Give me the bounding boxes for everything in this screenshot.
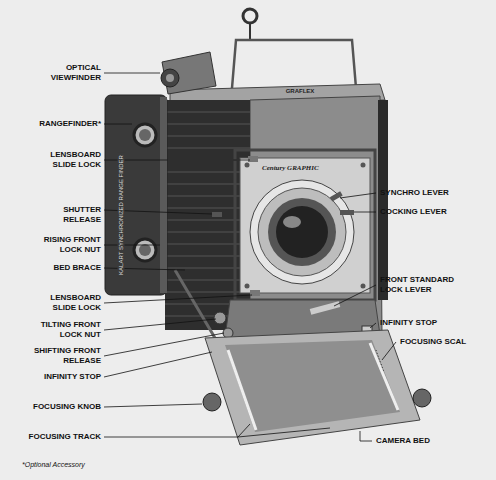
rangefinder-housing: [105, 95, 167, 295]
lens-shutter: [268, 198, 336, 266]
leader-line: [104, 245, 160, 246]
part-label: INFINITY STOP: [380, 318, 437, 328]
leader-line: [104, 73, 160, 74]
optical-viewfinder: [161, 52, 216, 94]
optical-viewfinder: [166, 74, 174, 82]
part-label: SHIFTING FRONT RELEASE: [33, 346, 101, 366]
optical-viewfinder: [162, 52, 216, 94]
wire-frame-finder: [232, 40, 356, 88]
body-side: [378, 100, 388, 300]
part-label: FRONT STANDARD LOCK LEVER: [380, 275, 458, 295]
rangefinder-housing: [134, 124, 156, 146]
lens-shutter: [258, 188, 346, 276]
rangefinder-housing: [160, 97, 167, 293]
camera-bed: [225, 340, 400, 432]
lens-shutter: [330, 191, 343, 201]
lens-shutter: [283, 216, 301, 228]
carry-ring: [249, 23, 251, 40]
carry-ring: [243, 9, 257, 23]
part-label: CAMERA BED: [376, 436, 430, 446]
part-label: LENSBOARD SLIDE LOCK: [41, 150, 101, 170]
camera-bed: [370, 343, 398, 410]
part-label: OPTICAL VIEWFINDER: [46, 63, 101, 83]
lens-shutter: [340, 210, 354, 215]
leader-line: [104, 295, 252, 303]
camera-bed: [228, 350, 256, 430]
leader-line: [104, 319, 216, 330]
leader-line: [382, 342, 396, 360]
optical-viewfinder: [161, 69, 179, 87]
model-text: Century GRAPHIC: [262, 164, 319, 172]
front-standard: [245, 284, 250, 289]
leader-line: [360, 431, 372, 441]
brand-text: GRAFLEX: [286, 88, 315, 95]
rangefinder-housing: [139, 129, 151, 141]
part-label: RANGEFINDER*: [39, 119, 101, 129]
leader-line: [334, 285, 376, 306]
front-standard: [240, 158, 370, 293]
lens-shutter: [212, 212, 222, 217]
front-standard: [235, 150, 375, 300]
part-label: SYNCHRO LEVER: [380, 188, 449, 198]
focusing-knob: [413, 389, 431, 407]
front-standard: [361, 163, 366, 168]
leader-line: [104, 124, 132, 125]
part-label: INFINITY STOP: [44, 372, 101, 382]
leader-line: [340, 193, 376, 198]
lower-standard: [310, 301, 341, 315]
leader-line: [104, 424, 330, 437]
leader-line: [104, 73, 396, 441]
part-label: COCKING LEVER: [380, 207, 447, 217]
lens-shutter: [212, 180, 354, 284]
part-label: RISING FRONT LOCK NUT: [39, 235, 101, 255]
camera-bed: [376, 350, 384, 372]
front-standard: [245, 163, 250, 168]
leader-line: [104, 333, 224, 356]
front-standard: [248, 156, 258, 162]
lower-standard: [214, 312, 226, 324]
focusing-knob: [203, 393, 221, 411]
part-label: FOCUSING SCAL: [400, 337, 466, 347]
camera-bed: [205, 330, 420, 445]
bed-brace: [175, 270, 215, 338]
part-label: FOCUSING KNOB: [33, 402, 101, 412]
part-label: TILTING FRONT LOCK NUT: [35, 320, 101, 340]
part-label: LENSBOARD SLIDE LOCK: [41, 293, 101, 313]
bed-brace: [175, 270, 215, 338]
lens-shutter: [276, 206, 328, 258]
part-label: BED BRACE: [53, 263, 101, 273]
part-label: FOCUSING TRACK: [29, 432, 101, 442]
focusing-knob: [203, 389, 431, 411]
leader-line: [354, 212, 376, 213]
lens-shutter: [250, 180, 354, 284]
leader-line: [104, 268, 185, 270]
leader-line: [104, 160, 250, 161]
leader-line: [104, 352, 212, 377]
rangefinder-housing: [105, 95, 167, 295]
part-label: SHUTTER RELEASE: [46, 205, 101, 225]
front-standard: [361, 284, 366, 289]
rangefinder-housing: [139, 244, 151, 256]
rangefinder-housing: [134, 239, 156, 261]
carry-ring: [243, 9, 257, 40]
footnote: *Optional Accessory: [22, 460, 85, 469]
leader-line: [370, 323, 376, 328]
leader-line: [104, 404, 202, 407]
rangefinder-text: KALART SYNCHRONIZED RANGE FINDER: [118, 153, 125, 277]
camera-bed: [205, 330, 420, 445]
front-standard: [235, 150, 375, 300]
